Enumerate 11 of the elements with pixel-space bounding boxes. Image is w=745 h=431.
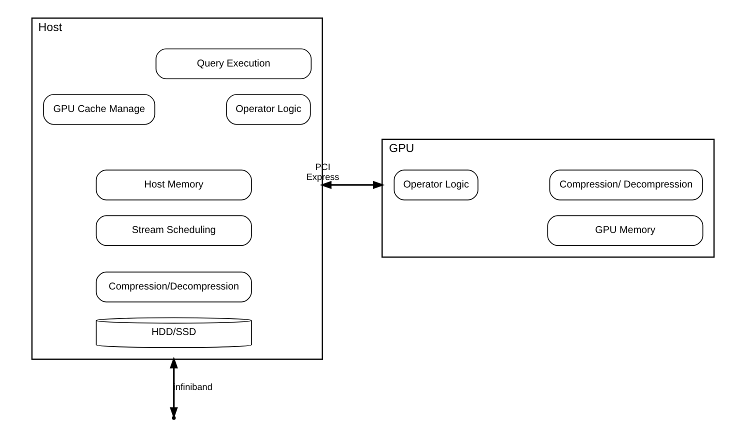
node-box: Query Execution (155, 48, 312, 80)
node-box: GPU Cache Manage (42, 94, 155, 125)
node-box: Operator Logic (393, 170, 478, 200)
node-box: GPU Memory (546, 215, 703, 246)
edge-label: infiniband (172, 382, 212, 392)
node-box: Stream Scheduling (95, 215, 252, 246)
node-box: Compression/Decompression (95, 272, 252, 302)
node-box: Host Memory (95, 170, 252, 200)
node-box: Compression/ Decompression (548, 170, 702, 200)
node-box: Operator Logic (226, 94, 310, 125)
arrow (319, 180, 384, 190)
